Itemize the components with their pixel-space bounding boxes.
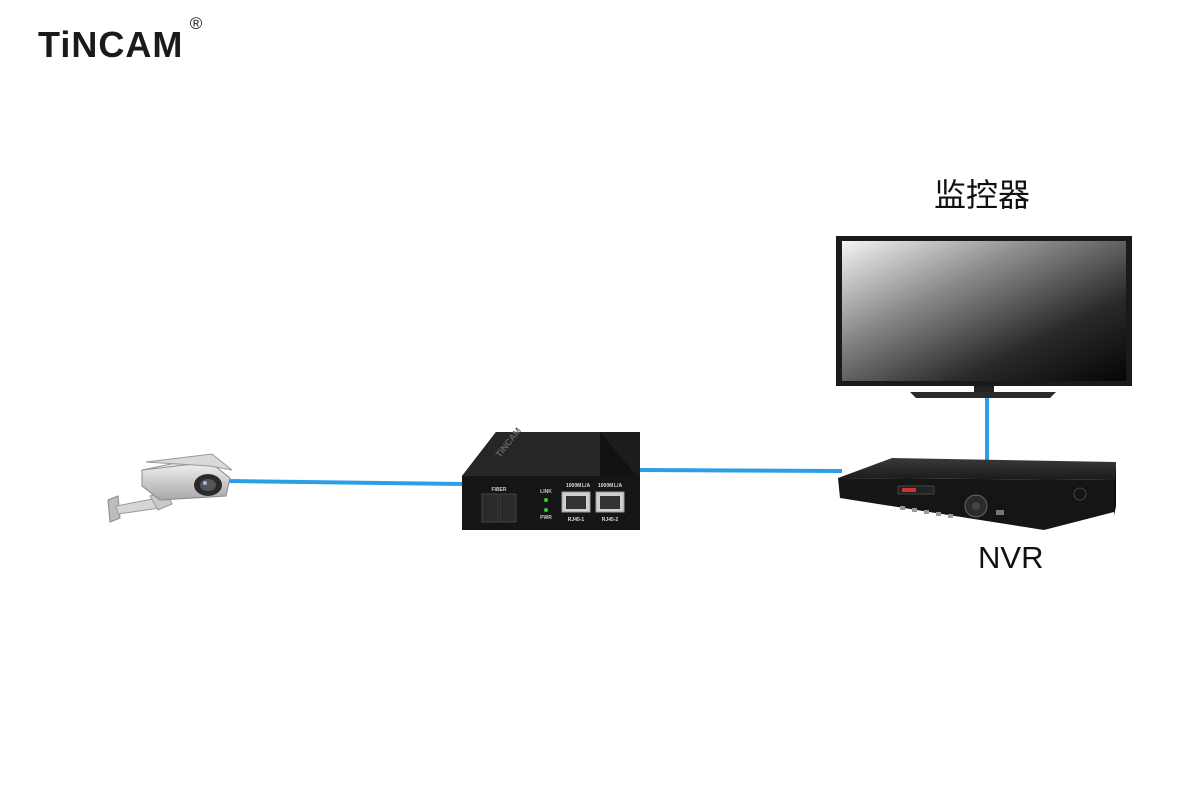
media-converter-icon: TiNCAM FIBER LINK PWR 1000M L/A 1000M L/…	[462, 426, 640, 530]
brand-logo: TiNCAM ®	[38, 14, 202, 66]
link-label: LINK	[540, 489, 552, 495]
port1-name: RJ45-1	[568, 517, 585, 523]
monitor-label: 监控器	[934, 176, 1031, 214]
nvr-label: NVR	[978, 540, 1044, 575]
port2-speed: 1000M	[598, 483, 613, 489]
port1-la: L/A	[582, 483, 590, 489]
registered-mark: ®	[189, 14, 204, 33]
port2-la: L/A	[614, 483, 622, 489]
monitor-icon	[836, 236, 1132, 398]
cable-camera-converter	[227, 479, 465, 486]
brand-name: TiNCAM	[38, 24, 184, 65]
cable-converter-nvr	[637, 468, 843, 473]
fiber-label: FIBER	[492, 487, 507, 493]
camera-icon	[107, 453, 233, 523]
port2-name: RJ45-2	[602, 517, 619, 523]
pwr-label: PWR	[540, 515, 552, 521]
nvr-icon	[838, 458, 1116, 530]
port1-speed: 1000M	[566, 483, 581, 489]
